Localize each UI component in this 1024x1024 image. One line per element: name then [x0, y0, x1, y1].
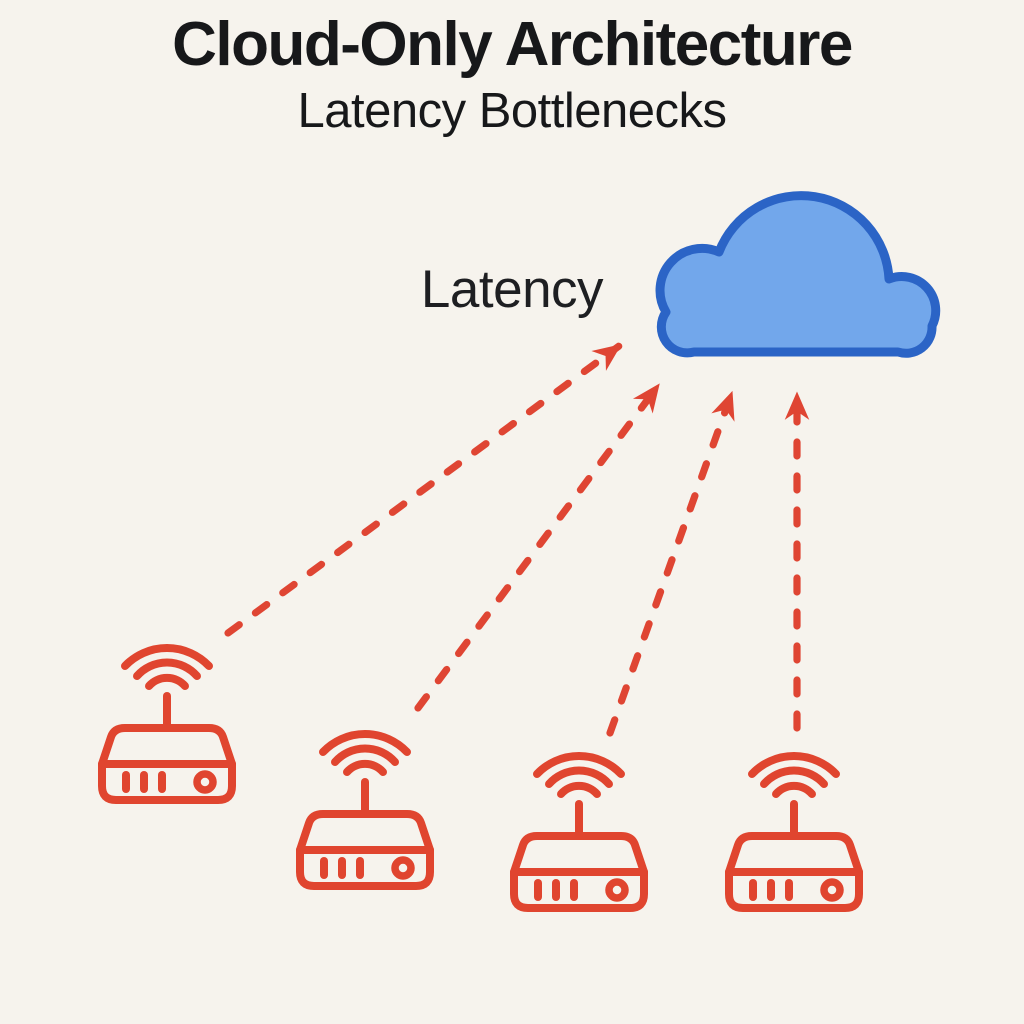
cloud-icon [655, 191, 941, 358]
devices-layer [102, 648, 859, 908]
header: Cloud-Only Architecture Latency Bottlene… [0, 0, 1024, 139]
arrows-layer [224, 342, 810, 737]
latency-arrow-1 [224, 342, 623, 637]
latency-arrow-3 [606, 390, 735, 737]
latency-arrow-2 [414, 382, 662, 712]
iot-device-3-icon [514, 756, 644, 908]
iot-device-1-icon [102, 648, 232, 800]
page-subtitle: Latency Bottlenecks [297, 84, 727, 139]
iot-device-2-icon [300, 734, 430, 886]
page-title: Cloud-Only Architecture [172, 10, 853, 79]
latency-label: Latency [421, 260, 604, 319]
iot-device-4-icon [729, 756, 859, 908]
